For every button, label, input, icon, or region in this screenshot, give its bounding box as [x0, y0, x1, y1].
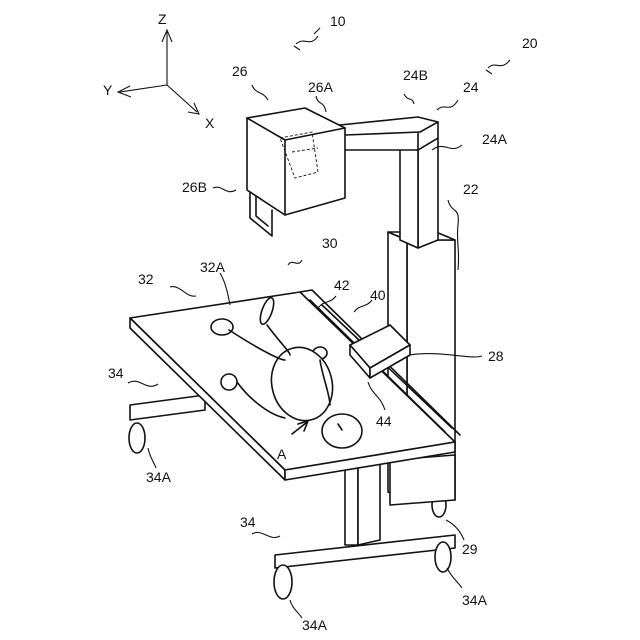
label-26B: 26B: [182, 179, 207, 195]
label-40: 40: [370, 287, 386, 303]
label-29: 29: [462, 541, 478, 557]
label-22: 22: [463, 181, 479, 197]
label-34A-3: 34A: [302, 617, 328, 633]
label-24A: 24A: [482, 131, 508, 147]
axis-y-label: Y: [103, 82, 113, 98]
camera-unit: [247, 108, 345, 236]
coordinate-axes: Z Y X: [103, 11, 215, 131]
label-44: 44: [376, 413, 392, 429]
label-26: 26: [232, 63, 248, 79]
label-34-lower: 34: [240, 514, 256, 530]
label-A: A: [277, 446, 287, 462]
label-32: 32: [138, 271, 154, 287]
label-42: 42: [334, 277, 350, 293]
label-10: 10: [330, 13, 346, 29]
label-32A: 32A: [200, 259, 226, 275]
axis-z-label: Z: [158, 11, 167, 27]
axis-x-label: X: [205, 115, 215, 131]
label-24B: 24B: [403, 67, 428, 83]
label-34A-2: 34A: [462, 592, 488, 608]
label-26A: 26A: [308, 79, 334, 95]
label-34-upper: 34: [108, 365, 124, 381]
label-24: 24: [463, 79, 479, 95]
label-20: 20: [522, 35, 538, 51]
label-28: 28: [488, 348, 504, 364]
label-30: 30: [322, 235, 338, 251]
label-34A-1: 34A: [146, 469, 172, 485]
